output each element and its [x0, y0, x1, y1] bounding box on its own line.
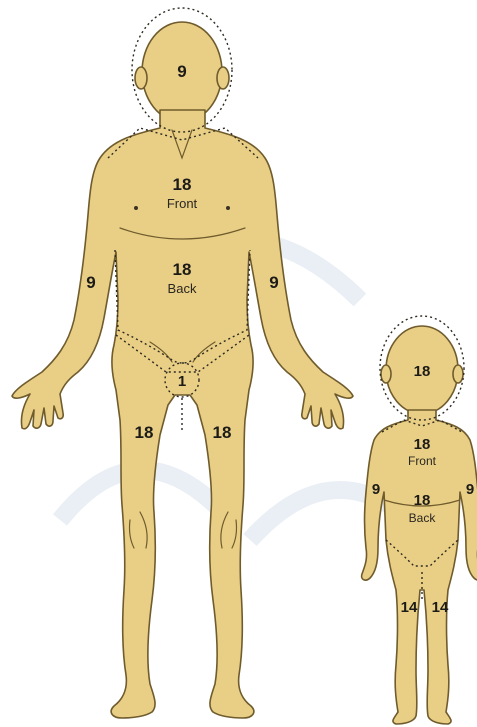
child-leg-right-label: 14	[432, 599, 449, 616]
child-figure: 18 18 Front 18 Back 9 9 14 14	[362, 316, 477, 724]
adult-trunk-back-label: 18	[173, 260, 192, 279]
adult-head-label: 9	[177, 62, 186, 81]
adult-front-label: Front	[167, 196, 198, 211]
adult-back-label: Back	[168, 281, 197, 296]
child-head-label: 18	[414, 363, 431, 380]
adult-leg-right-label: 18	[213, 423, 232, 442]
adult-genital-label: 1	[178, 373, 186, 390]
child-front-label: Front	[408, 454, 437, 468]
child-trunk-front-label: 18	[414, 436, 431, 453]
adult-arm-left-label: 9	[86, 273, 95, 292]
child-arm-left-label: 9	[372, 481, 380, 498]
adult-trunk-front-label: 18	[173, 175, 192, 194]
child-back-label: Back	[409, 511, 437, 525]
adult-leg-left-label: 18	[135, 423, 154, 442]
adult-arm-right-label: 9	[269, 273, 278, 292]
child-trunk-back-label: 18	[414, 492, 431, 509]
child-leg-left-label: 14	[401, 599, 418, 616]
adult-figure: 9 18 Front 18 Back 9 9 1 18 18	[12, 8, 353, 718]
child-arm-right-label: 9	[466, 481, 474, 498]
